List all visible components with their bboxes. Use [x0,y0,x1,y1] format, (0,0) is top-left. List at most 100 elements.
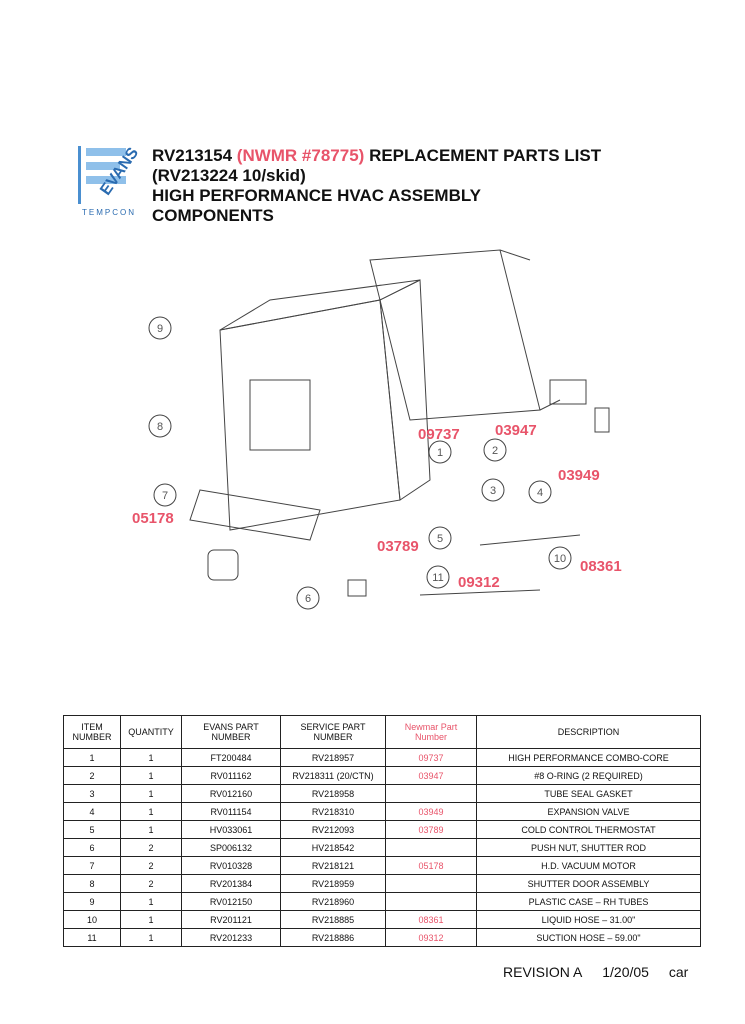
header-line-2: (RV213224 10/skid) [152,166,306,185]
cell-service-part: RV218311 (20/CTN) [280,766,386,785]
expansion-valve [594,407,610,433]
cell-item-number: 11 [63,928,121,947]
cell-description: H.D. VACUUM MOTOR [476,856,701,875]
cell-service-part: RV218958 [280,784,386,803]
tube-seal-gasket [549,379,587,405]
cell-description: EXPANSION VALVE [476,802,701,821]
label-03949: 03949 [558,467,600,484]
cell-quantity: 1 [120,766,182,785]
cell-description: PLASTIC CASE – RH TUBES [476,892,701,911]
cell-item-number: 4 [63,802,121,821]
cell-newmar-part: 09312 [385,928,477,947]
cell-evans-part: RV011162 [181,766,281,785]
cell-description: SHUTTER DOOR ASSEMBLY [476,874,701,893]
core-front [369,249,541,421]
cell-newmar-part [385,874,477,893]
parts-table: ITEM NUMBER QUANTITY EVANS PART NUMBER S… [63,715,701,947]
label-05178: 05178 [132,510,174,527]
cell-newmar-part: 03789 [385,820,477,839]
cell-quantity: 1 [120,784,182,803]
cell-evans-part: RV012150 [181,892,281,911]
cell-quantity: 1 [120,802,182,821]
cell-evans-part: FT200484 [181,748,281,767]
cell-newmar-part [385,892,477,911]
cell-newmar-part: 03947 [385,766,477,785]
header-part-number: RV213154 [152,146,233,165]
cell-quantity: 2 [120,874,182,893]
cell-item-number: 1 [63,748,121,767]
document-header: RV213154 (NWMR #78775) REPLACEMENT PARTS… [152,146,712,226]
callout-6: 6 [305,593,311,605]
cell-item-number: 3 [63,784,121,803]
cell-quantity: 1 [120,820,182,839]
callout-11: 11 [432,572,443,584]
cell-service-part: RV218957 [280,748,386,767]
revision-label: REVISION A [503,964,583,980]
cell-service-part: HV218542 [280,838,386,857]
col-evans-part: EVANS PART NUMBER [181,715,281,749]
callout-1: 1 [437,447,443,459]
callout-4: 4 [537,487,543,499]
cell-quantity: 1 [120,910,182,929]
cell-evans-part: RV201121 [181,910,281,929]
callout-8: 8 [157,421,163,433]
cell-item-number: 6 [63,838,121,857]
label-09737: 09737 [418,426,460,443]
cell-service-part: RV218959 [280,874,386,893]
cell-evans-part: RV012160 [181,784,281,803]
cell-quantity: 1 [120,748,182,767]
cell-newmar-part: 08361 [385,910,477,929]
header-line-3: HIGH PERFORMANCE HVAC ASSEMBLY [152,186,482,205]
cell-evans-part: RV011154 [181,802,281,821]
thermostat [347,579,367,597]
evans-logo: EVANS TEMPCON [74,138,144,228]
liquid-hose [479,534,581,546]
col-quantity: QUANTITY [120,715,182,749]
case-side [379,279,431,501]
cell-description: HIGH PERFORMANCE COMBO-CORE [476,748,701,767]
table-header-row: ITEM NUMBER QUANTITY EVANS PART NUMBER S… [63,715,701,749]
header-newmar-number: (NWMR #78775) [236,146,365,165]
cell-evans-part: RV010328 [181,856,281,875]
col-description: DESCRIPTION [476,715,701,749]
cell-service-part: RV218960 [280,892,386,911]
diagram-drawing: 9 8 7 6 1 2 3 4 5 10 11 [148,249,610,610]
cell-service-part: RV218885 [280,910,386,929]
logo-bar [78,146,81,204]
label-08361: 08361 [580,558,622,575]
cell-description: LIQUID HOSE – 31.00" [476,910,701,929]
cell-item-number: 10 [63,910,121,929]
cell-service-part: RV212093 [280,820,386,839]
cell-evans-part: RV201384 [181,874,281,893]
cell-item-number: 9 [63,892,121,911]
suction-hose [419,589,541,596]
revision-footer: REVISION A 1/20/05 car [503,964,704,980]
cell-service-part: RV218310 [280,802,386,821]
label-09312: 09312 [458,574,500,591]
cell-service-part: RV218121 [280,856,386,875]
cell-newmar-part: 03949 [385,802,477,821]
shutter-door [189,489,321,541]
cell-quantity: 1 [120,892,182,911]
vacuum-motor [207,549,239,581]
cell-description: COLD CONTROL THERMOSTAT [476,820,701,839]
cell-item-number: 8 [63,874,121,893]
cell-description: TUBE SEAL GASKET [476,784,701,803]
callout-3: 3 [490,485,496,497]
callout-2: 2 [492,445,498,457]
logo-company: TEMPCON [82,208,136,217]
cell-newmar-part [385,838,477,857]
cell-quantity: 2 [120,856,182,875]
cell-description: PUSH NUT, SHUTTER ROD [476,838,701,857]
cell-quantity: 1 [120,928,182,947]
col-item-number: ITEM NUMBER [63,715,121,749]
